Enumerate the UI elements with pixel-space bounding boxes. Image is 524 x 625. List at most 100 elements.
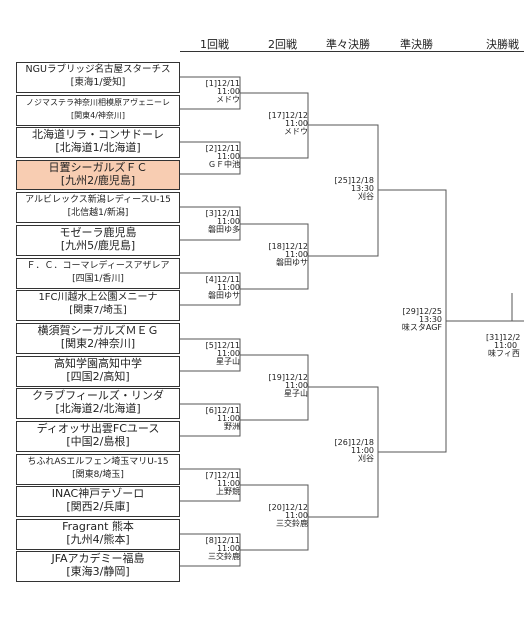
match-info: [19]12/12 11:00 星子山 xyxy=(262,374,308,398)
team-region: [関東4/神奈川] xyxy=(70,111,126,120)
team-name: モゼーラ鹿児島 xyxy=(59,226,137,239)
team-box: Fragrant 熊本 [九州4/熊本] xyxy=(16,519,180,550)
team-region: [東海1/愛知] xyxy=(70,77,126,88)
team-region: [関西2/兵庫] xyxy=(66,500,130,513)
match-label: [20]12/12 xyxy=(268,503,308,512)
match-time: 11:00 xyxy=(216,87,240,96)
header-rule xyxy=(180,51,524,52)
match-venue: メドウ xyxy=(284,127,308,136)
team-box: アルビレックス新潟レディースU-15 [北信越1/新潟] xyxy=(16,192,180,223)
quarterfinal-header: 準々決勝 xyxy=(326,38,370,51)
match-info: [8]12/11 11:00 三交鈴鹿 xyxy=(196,537,240,561)
connector-r2-1 xyxy=(262,92,324,159)
team-region: [北海道1/北海道] xyxy=(55,141,141,154)
team-box: 横須賀シーガルズＭＥＧ [関東2/神奈川] xyxy=(16,323,180,354)
team-name: 高知学園高知中学 xyxy=(54,357,142,370)
match-label: [18]12/12 xyxy=(268,242,308,251)
connector-r2-2 xyxy=(262,223,324,290)
connector-r1-1 xyxy=(180,76,262,110)
match-label: [1]12/11 xyxy=(205,79,240,88)
team-name: ちふれASエルフェン埼玉マリU-15 xyxy=(27,457,169,467)
match-venue: 磐田ゆサ xyxy=(276,258,308,267)
team-region: [九州5/鹿児島] xyxy=(60,239,136,252)
match-label: [2]12/11 xyxy=(205,144,240,153)
match-label: [25]12/18 xyxy=(334,176,374,185)
match-venue: 三交鈴鹿 xyxy=(276,519,308,528)
final-header: 決勝戦 xyxy=(486,38,519,51)
match-venue: 上野競 xyxy=(216,487,240,496)
match-time: 11:00 xyxy=(216,217,240,226)
connector-r1-2 xyxy=(180,141,262,175)
match-venue: メドウ xyxy=(216,95,240,104)
team-box: Ｆ．Ｃ．コーマレディースアザレア [四国1/香川] xyxy=(16,258,180,289)
team-region: [関東8/埼玉] xyxy=(72,470,124,480)
team-name: ノジマステラ神奈川相模原アヴェニーレ xyxy=(26,98,170,107)
match-time: 11:00 xyxy=(284,119,308,128)
match-time: 11:00 xyxy=(284,381,308,390)
round-2-header: 2回戦 xyxy=(268,38,297,51)
team-name: アルビレックス新潟レディースU-15 xyxy=(25,195,171,205)
match-time: 11:00 xyxy=(216,544,240,553)
match-label: [6]12/11 xyxy=(205,406,240,415)
team-name: 日置シーガルズＦＣ xyxy=(48,161,148,174)
connector-r2-3 xyxy=(262,354,324,421)
connector-qf-2 xyxy=(324,386,396,518)
match-venue: 磐田ゆ多 xyxy=(208,225,240,234)
team-box: 1FC川越水上公園メニーナ [関東7/埼玉] xyxy=(16,290,180,321)
team-box: ちふれASエルフェン埼玉マリU-15 [関東8/埼玉] xyxy=(16,454,180,485)
team-region: [九州4/熊本] xyxy=(66,533,130,546)
match-time: 11:00 xyxy=(284,511,308,520)
team-name: クラブフィールズ・リンダ xyxy=(32,389,164,402)
match-info: [2]12/11 11:00 ＧＦ中池 xyxy=(196,145,240,169)
team-box: 高知学園高知中学 [四国2/高知] xyxy=(16,356,180,387)
connector-final xyxy=(511,293,524,322)
team-box: ディオッサ出雲FCユース [中国2/島根] xyxy=(16,421,180,452)
match-label: [8]12/11 xyxy=(205,536,240,545)
connector-r1-3 xyxy=(180,206,262,241)
team-box: クラブフィールズ・リンダ [北海道2/北海道] xyxy=(16,388,180,419)
team-region: [東海3/静岡] xyxy=(66,565,130,578)
match-time: 11:00 xyxy=(494,341,518,350)
match-time: 11:00 xyxy=(216,349,240,358)
team-name: NGUラブリッジ名古屋スターチス xyxy=(25,64,171,75)
match-info: [4]12/11 11:00 磐田ゆサ xyxy=(196,276,240,300)
match-info: [1]12/11 11:00 メドウ xyxy=(196,80,240,104)
team-region: [北海道2/北海道] xyxy=(55,402,141,415)
team-box-highlighted: 日置シーガルズＦＣ [九州2/鹿児島] xyxy=(16,160,180,190)
match-time: 11:00 xyxy=(350,446,374,455)
connector-qf-1 xyxy=(324,124,396,257)
match-label: [17]12/12 xyxy=(268,111,308,120)
match-label: [4]12/11 xyxy=(205,275,240,284)
team-name: ディオッサ出雲FCユース xyxy=(36,422,160,435)
match-info: [26]12/18 11:00 刈谷 xyxy=(326,439,374,463)
team-name: 北海道リラ・コンサドーレ xyxy=(32,128,164,141)
team-name: Ｆ．Ｃ．コーマレディースアザレア xyxy=(26,261,170,271)
match-venue: 星子山 xyxy=(216,357,240,366)
match-venue: 三交鈴鹿 xyxy=(208,552,240,561)
match-time: 11:00 xyxy=(216,152,240,161)
match-info: [31]12/2 11:00 味フィ西 xyxy=(486,334,524,358)
semifinal-header: 準決勝 xyxy=(400,38,433,51)
match-time: 13:30 xyxy=(350,184,374,193)
round-1-header: 1回戦 xyxy=(200,38,229,51)
match-venue: 刈谷 xyxy=(358,192,374,201)
match-info: [29]12/25 13:30 味スタAGF xyxy=(392,308,442,332)
connector-r1-4 xyxy=(180,272,262,306)
team-name: INAC神戸テゾーロ xyxy=(51,487,145,500)
team-region: [九州2/鹿児島] xyxy=(60,174,136,187)
connector-r1-6 xyxy=(180,403,262,437)
match-venue: 磐田ゆサ xyxy=(208,291,240,300)
match-time: 11:00 xyxy=(216,283,240,292)
connector-sf xyxy=(396,189,512,453)
match-venue: 刈谷 xyxy=(358,454,374,463)
team-box: ノジマステラ神奈川相模原アヴェニーレ [関東4/神奈川] xyxy=(16,95,180,126)
match-label: [3]12/11 xyxy=(205,209,240,218)
connector-r1-5 xyxy=(180,338,262,372)
team-name: 横須賀シーガルズＭＥＧ xyxy=(37,324,159,337)
match-venue: 味スタAGF xyxy=(401,323,442,332)
match-time: 13:30 xyxy=(418,315,442,324)
team-region: [四国1/香川] xyxy=(72,274,124,284)
team-region: [関東2/神奈川] xyxy=(60,337,136,350)
connector-r2-4 xyxy=(262,484,324,551)
